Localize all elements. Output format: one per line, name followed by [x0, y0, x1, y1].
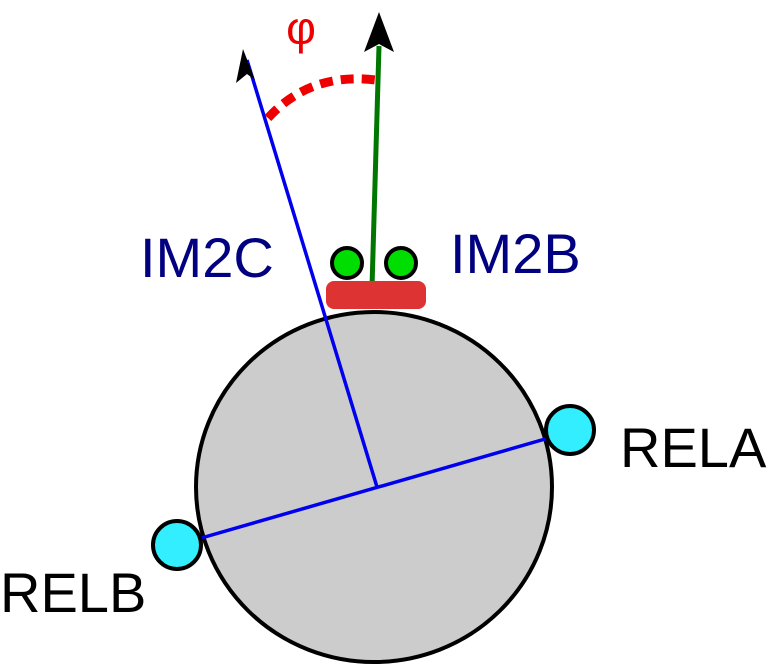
- rela-marker-icon: [544, 404, 596, 456]
- rel-diameter-line: [176, 431, 567, 547]
- magnet-block: [326, 281, 426, 309]
- relb-marker-icon: [151, 519, 203, 571]
- im2c-arrowhead-icon: [236, 49, 255, 83]
- relb-label: RELB: [0, 561, 146, 624]
- im2-sensor-right: [384, 246, 418, 280]
- im2b-axis-line: [369, 45, 382, 288]
- im2c-label: IM2C: [140, 226, 274, 289]
- im2b-arrowhead-icon: [364, 12, 394, 52]
- im2b-label: IM2B: [450, 222, 581, 285]
- phi-label: φ: [286, 2, 316, 54]
- im2c-axis-line: [245, 59, 379, 488]
- rela-label: RELA: [620, 416, 767, 479]
- im2-sensor-left: [330, 246, 364, 280]
- phi-arc: [264, 74, 377, 122]
